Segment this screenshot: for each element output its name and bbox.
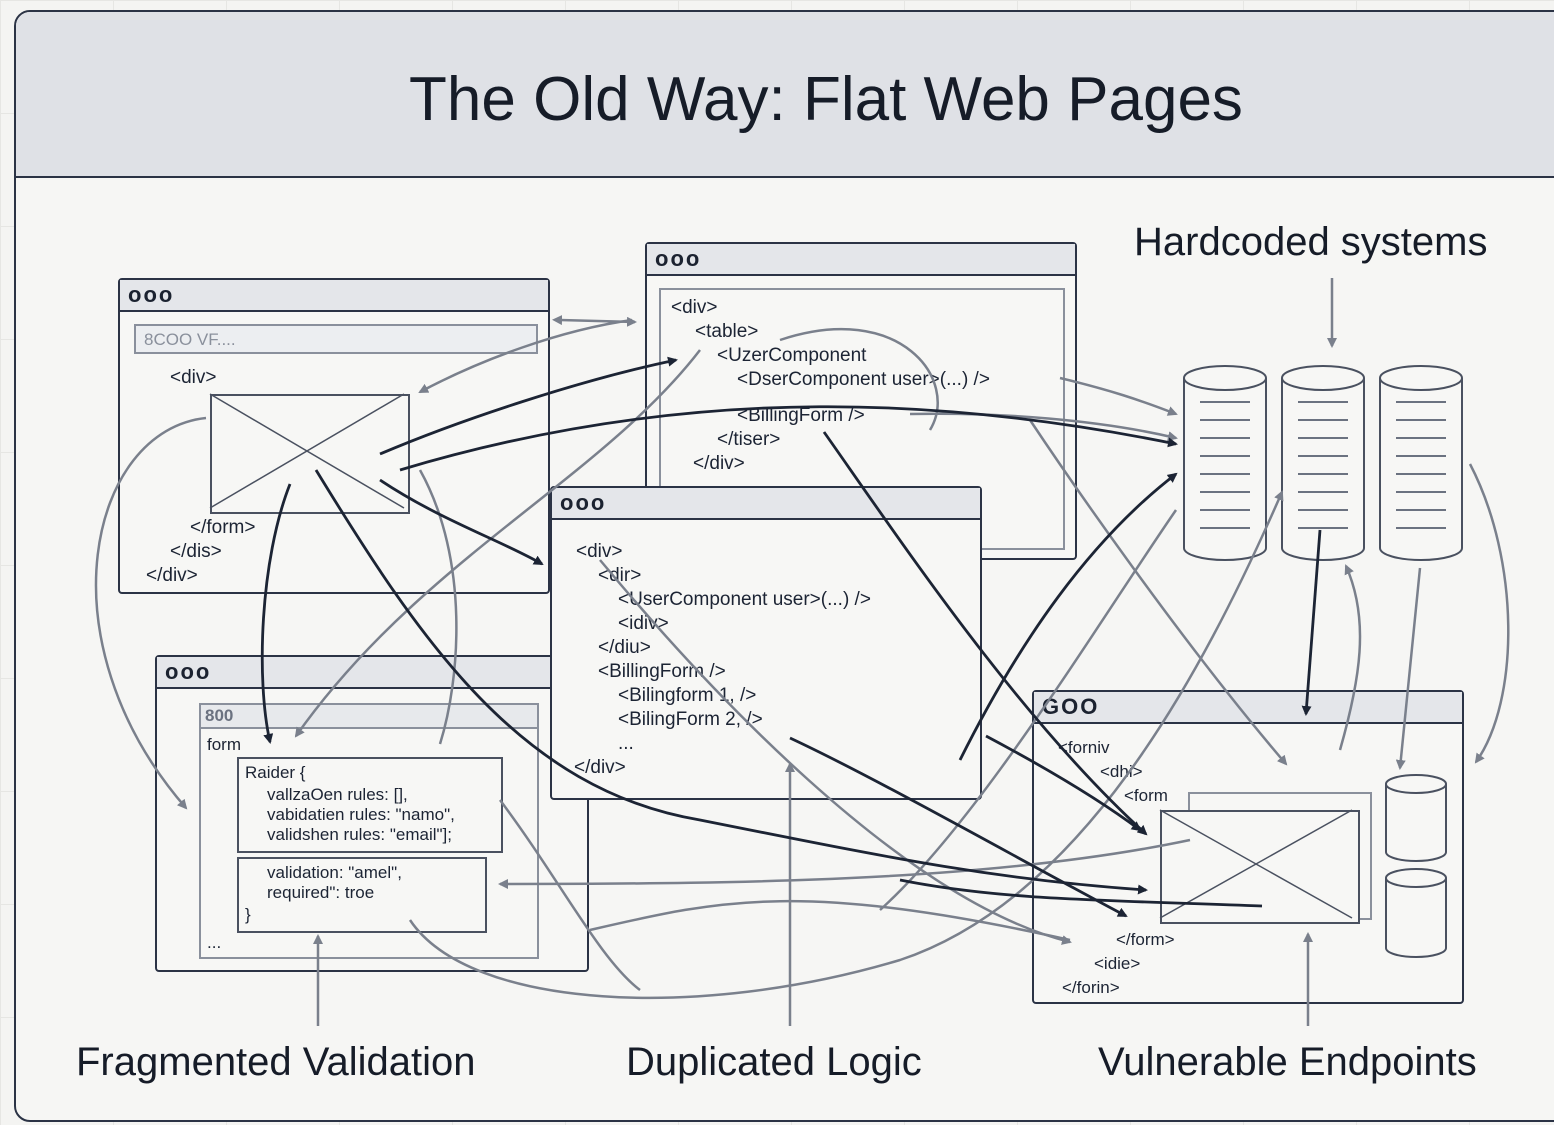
arrow xyxy=(1301,529,1322,716)
arrow xyxy=(789,736,1128,918)
code-line: <idiv> xyxy=(618,613,669,634)
code-line: </diu> xyxy=(598,637,651,658)
code-line: } xyxy=(245,905,251,924)
code-line: required": troe xyxy=(267,883,375,902)
code-line: <div> xyxy=(671,297,718,318)
code-line: <DserComponent user>(...) /> xyxy=(737,369,990,390)
arrow xyxy=(1395,567,1422,770)
code-line: </form> xyxy=(190,517,256,538)
arrow xyxy=(552,315,637,327)
arrow xyxy=(589,899,1071,942)
database-cylinder xyxy=(1379,365,1463,561)
header: The Old Way: Flat Web Pages xyxy=(16,12,1554,178)
inner-titlebar: 800 xyxy=(201,705,537,729)
code-line: <UzerComponent xyxy=(717,345,867,366)
code-line: <BillingForm /> xyxy=(598,661,726,682)
address-text: 8COO VF.... xyxy=(144,330,236,349)
arrow xyxy=(1468,463,1510,764)
code-line: <div> xyxy=(576,541,623,562)
window-top-center: ooo <div> <table> <UzerComponent <DserCo… xyxy=(645,242,1077,560)
code-line: <idie> xyxy=(1094,954,1141,973)
arrow xyxy=(1028,419,1288,766)
code-line: </forin> xyxy=(1062,978,1120,997)
inner-dots: 800 xyxy=(205,706,234,725)
window-center: ooo <div> <dir> <UserComponent user>(...… xyxy=(550,486,982,800)
code-line: </tiser> xyxy=(717,429,781,450)
code-line: validshen rules: "email"]; xyxy=(267,825,452,844)
window-dots: ooo xyxy=(655,246,702,271)
code-line: <table> xyxy=(695,321,759,342)
arrow xyxy=(418,469,458,745)
code-line: <Bilingform 1, /> xyxy=(618,685,757,706)
arrow xyxy=(985,734,1142,832)
label-duplicated-logic: Duplicated Logic xyxy=(626,1040,922,1084)
database-cylinder xyxy=(1281,365,1365,561)
arrow xyxy=(822,431,1148,836)
arrow xyxy=(958,472,1178,761)
arrow xyxy=(399,405,1178,472)
arrow xyxy=(498,838,1191,889)
label-vulnerable-endpoints: Vulnerable Endpoints xyxy=(1098,1040,1477,1084)
window-titlebar: ooo xyxy=(552,488,980,520)
code-line: ... xyxy=(618,733,634,754)
arrow xyxy=(899,878,1263,908)
window-bottom-right: GOO <forniv <dhi> <form </form> <idie> <… xyxy=(1032,690,1464,1004)
arrow xyxy=(909,412,1178,442)
code-line: <form xyxy=(1124,786,1168,805)
validation-block-1: Raider { vallzaOen rules: [], vabidatien… xyxy=(237,757,503,853)
address-field: 8COO VF.... xyxy=(134,324,538,354)
window-dots: ooo xyxy=(128,282,175,307)
image-placeholder xyxy=(210,394,410,514)
code-line: <forniv xyxy=(1058,738,1110,757)
code-line: </dis> xyxy=(170,541,222,562)
label-fragmented-validation: Fragmented Validation xyxy=(76,1040,476,1084)
code-line: validation: "amel", xyxy=(267,863,402,882)
window-dots: ooo xyxy=(560,490,607,515)
code-line: form xyxy=(207,735,241,754)
placeholder-x-bottom-right xyxy=(1159,809,1353,919)
arrow xyxy=(1059,376,1178,416)
small-database-cylinder xyxy=(1385,774,1447,862)
code-line: </div> xyxy=(574,757,626,778)
label-hardcoded-systems: Hardcoded systems xyxy=(1134,220,1488,264)
arrow xyxy=(379,478,544,566)
inner-window: 800 form Raider { vallzaOen rules: [], v… xyxy=(199,703,539,959)
validation-block-2: validation: "amel", required": troe } xyxy=(237,857,487,933)
arrow xyxy=(408,490,1284,1000)
window-dots: ooo xyxy=(165,659,212,684)
code-line: Raider { xyxy=(245,763,306,782)
arrow xyxy=(260,483,292,744)
arrow xyxy=(418,318,633,394)
code-line: <div> xyxy=(170,367,217,388)
small-database-cylinder xyxy=(1385,868,1447,958)
code-line: </form> xyxy=(1116,930,1175,949)
arrow xyxy=(1338,564,1362,751)
window-titlebar: ooo xyxy=(647,244,1075,276)
arrow xyxy=(599,559,1072,945)
placeholder-x-top-left xyxy=(209,393,405,509)
code-line: </div> xyxy=(146,565,198,586)
code-line: <UserComponent user>(...) /> xyxy=(618,589,871,610)
arrow xyxy=(498,799,641,991)
arrow xyxy=(379,356,678,456)
code-line: vabidatien rules: "namo", xyxy=(267,805,455,824)
window-titlebar: ooo xyxy=(157,657,587,689)
code-line: </div> xyxy=(693,453,745,474)
code-line: vallzaOen rules: [], xyxy=(267,785,408,804)
window-titlebar: ooo xyxy=(120,280,548,312)
window-bottom-left: ooo 800 form Raider { vallzaOen rules: [… xyxy=(155,655,589,972)
database-cylinder xyxy=(1183,365,1267,561)
code-line: ... xyxy=(207,933,222,952)
arrow xyxy=(94,416,207,810)
arrow xyxy=(294,349,701,738)
page-title: The Old Way: Flat Web Pages xyxy=(409,65,1243,134)
code-line: <BillingForm /> xyxy=(737,405,865,426)
arrow xyxy=(314,469,1148,895)
